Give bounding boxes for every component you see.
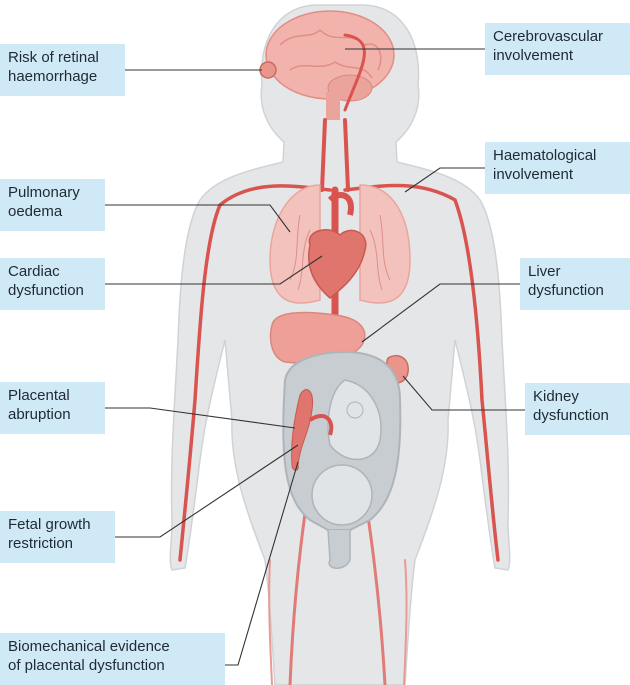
leader-placental-abruption	[105, 407, 296, 429]
leader-cardiac	[105, 255, 323, 285]
label-retinal-line1: Risk of retinal	[8, 49, 99, 66]
label-cerebrovascular-involvement: Cerebrovascular involvement	[485, 23, 630, 75]
leader-lines	[105, 48, 525, 666]
label-biomechanical-line2: of placental dysfunction	[8, 657, 165, 674]
liver	[269, 311, 366, 364]
label-kidney-dysfunction: Kidney dysfunction	[525, 383, 630, 435]
leader-pulmonary	[105, 204, 291, 233]
label-placental-abruption: Placental abruption	[0, 382, 105, 434]
fetus	[311, 379, 382, 526]
leader-liver	[361, 283, 520, 343]
leader-kidney	[402, 375, 525, 411]
label-retinal-haemorrhage: Risk of retinal haemorrhage	[0, 44, 125, 96]
label-placental-abruption-line2: abruption	[8, 406, 71, 423]
label-pulmonary-oedema: Pulmonary oedema	[0, 179, 105, 231]
leader-biomechanical	[225, 461, 299, 666]
label-haematological-line1: Haematological	[493, 147, 597, 164]
label-biomechanical-evidence: Biomechanical evidence of placental dysf…	[0, 633, 225, 685]
label-pulmonary-line2: oedema	[8, 203, 63, 220]
eye	[259, 61, 277, 79]
label-cardiac-line2: dysfunction	[8, 282, 84, 299]
label-cardiac-line1: Cardiac	[8, 263, 60, 280]
brain	[265, 10, 395, 120]
label-pulmonary-line1: Pulmonary	[8, 184, 80, 201]
label-liver-line1: Liver	[528, 263, 561, 280]
label-cardiac-dysfunction: Cardiac dysfunction	[0, 258, 105, 310]
lungs	[269, 184, 411, 304]
label-haematological-line2: involvement	[493, 166, 574, 183]
placenta	[291, 389, 314, 471]
label-liver-dysfunction: Liver dysfunction	[520, 258, 630, 310]
label-biomechanical-line1: Biomechanical evidence	[8, 638, 170, 655]
leader-haematological	[404, 167, 485, 193]
label-fetal-growth-restriction: Fetal growth restriction	[0, 511, 115, 563]
label-liver-line2: dysfunction	[528, 282, 604, 299]
leader-fetal-growth	[115, 444, 299, 538]
label-cerebrovascular-line1: Cerebrovascular	[493, 28, 604, 45]
label-kidney-line2: dysfunction	[533, 407, 609, 424]
umbilical-cord	[308, 414, 334, 436]
label-fetal-growth-line2: restriction	[8, 535, 74, 552]
label-fetal-growth-line1: Fetal growth	[8, 516, 91, 533]
label-cerebrovascular-line2: involvement	[493, 47, 574, 64]
label-kidney-line1: Kidney	[533, 388, 579, 405]
label-placental-abruption-line1: Placental	[8, 387, 70, 404]
label-retinal-line2: haemorrhage	[8, 68, 98, 85]
heart	[308, 192, 367, 299]
label-haematological-involvement: Haematological involvement	[485, 142, 630, 194]
